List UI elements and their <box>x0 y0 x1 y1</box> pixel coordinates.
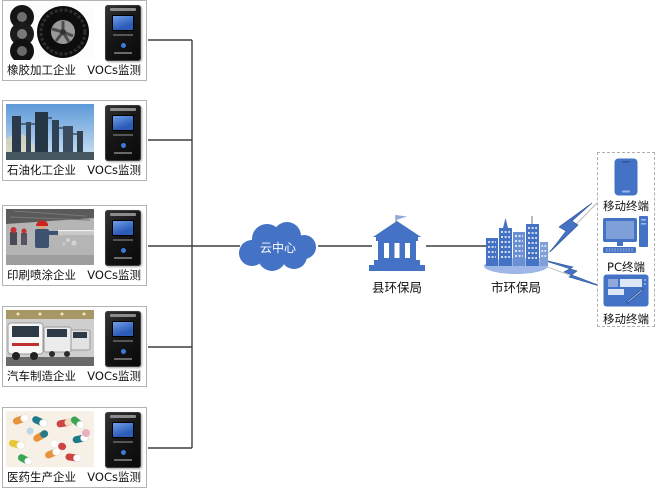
county-epa-building-icon <box>369 215 425 271</box>
source-box-auto-manufacturing: 汽车制造企业 VOCs监测 <box>2 306 147 387</box>
cloud-label: 云中心 <box>259 240 296 255</box>
device-title-strip <box>110 314 136 317</box>
county-epa-label: 县环保局 <box>371 280 422 295</box>
terminal-label: 移动终端 <box>603 312 649 326</box>
device-title-strip <box>110 213 136 216</box>
device-title-strip <box>110 415 136 418</box>
device-footer <box>114 52 132 54</box>
device-footer <box>114 152 132 154</box>
industry-label: 汽车制造企业 <box>7 369 76 383</box>
smartphone-icon <box>614 158 638 196</box>
tires-photo <box>6 4 94 60</box>
terminals-panel: 移动终端 PC终端 <box>597 152 655 327</box>
terminal-label: 移动终端 <box>603 199 649 213</box>
tablet-icon <box>603 274 649 307</box>
desktop-computer-icon <box>603 216 648 253</box>
device-buttons <box>113 340 133 342</box>
vocs-monitor-device <box>105 210 141 266</box>
industry-label: 橡胶加工企业 <box>7 63 76 77</box>
monitor-label: VOCs监测 <box>87 163 141 177</box>
device-logo-dot <box>120 143 126 148</box>
vocs-monitor-device <box>105 5 141 61</box>
device-screen <box>112 220 134 236</box>
vocs-monitor-device <box>105 412 141 468</box>
device-buttons <box>113 239 133 241</box>
device-logo-dot <box>120 43 126 48</box>
vocs-monitor-device <box>105 311 141 367</box>
pharmaceutical-photo <box>6 411 94 467</box>
auto-manufacturing-photo <box>6 310 94 366</box>
petrochemical-plant-photo <box>6 104 94 160</box>
industry-label: 石油化工企业 <box>7 163 76 177</box>
terminal-label: PC终端 <box>607 260 645 274</box>
device-title-strip <box>110 108 136 111</box>
spray-coating-photo <box>6 209 94 265</box>
lightning-bolt-up-icon <box>549 202 593 253</box>
device-logo-dot <box>120 349 126 354</box>
device-title-strip <box>110 8 136 11</box>
device-logo-dot <box>120 450 126 455</box>
device-footer <box>114 358 132 360</box>
device-screen <box>112 15 134 31</box>
monitor-label: VOCs监测 <box>87 268 141 282</box>
monitor-label: VOCs监测 <box>87 470 141 484</box>
city-epa-buildings-icon <box>484 216 548 274</box>
device-footer <box>114 257 132 259</box>
device-screen <box>112 422 134 438</box>
terminal-mobile-bottom: 移动终端 <box>598 274 654 327</box>
monitor-label: VOCs监测 <box>87 369 141 383</box>
device-screen <box>112 321 134 337</box>
device-footer <box>114 459 132 461</box>
source-box-pharmaceutical: 医药生产企业 VOCs监测 <box>2 407 147 488</box>
device-buttons <box>113 134 133 136</box>
industry-label: 医药生产企业 <box>7 470 76 484</box>
device-buttons <box>113 441 133 443</box>
terminal-mobile-top: 移动终端 <box>598 158 654 214</box>
source-box-rubber: 橡胶加工企业 VOCs监测 <box>2 0 147 81</box>
device-logo-dot <box>120 248 126 253</box>
industry-label: 印刷喷涂企业 <box>7 268 76 282</box>
device-screen <box>112 115 134 131</box>
terminal-pc: PC终端 <box>598 214 654 275</box>
device-buttons <box>113 34 133 36</box>
source-box-spray-coating: 印刷喷涂企业 VOCs监测 <box>2 205 147 286</box>
cloud-center: 云中心 <box>234 218 322 274</box>
city-epa-label: 市环保局 <box>490 280 541 295</box>
monitor-label: VOCs监测 <box>87 63 141 77</box>
source-box-petrochemical: 石油化工企业 VOCs监测 <box>2 100 147 181</box>
vocs-monitor-device <box>105 105 141 161</box>
